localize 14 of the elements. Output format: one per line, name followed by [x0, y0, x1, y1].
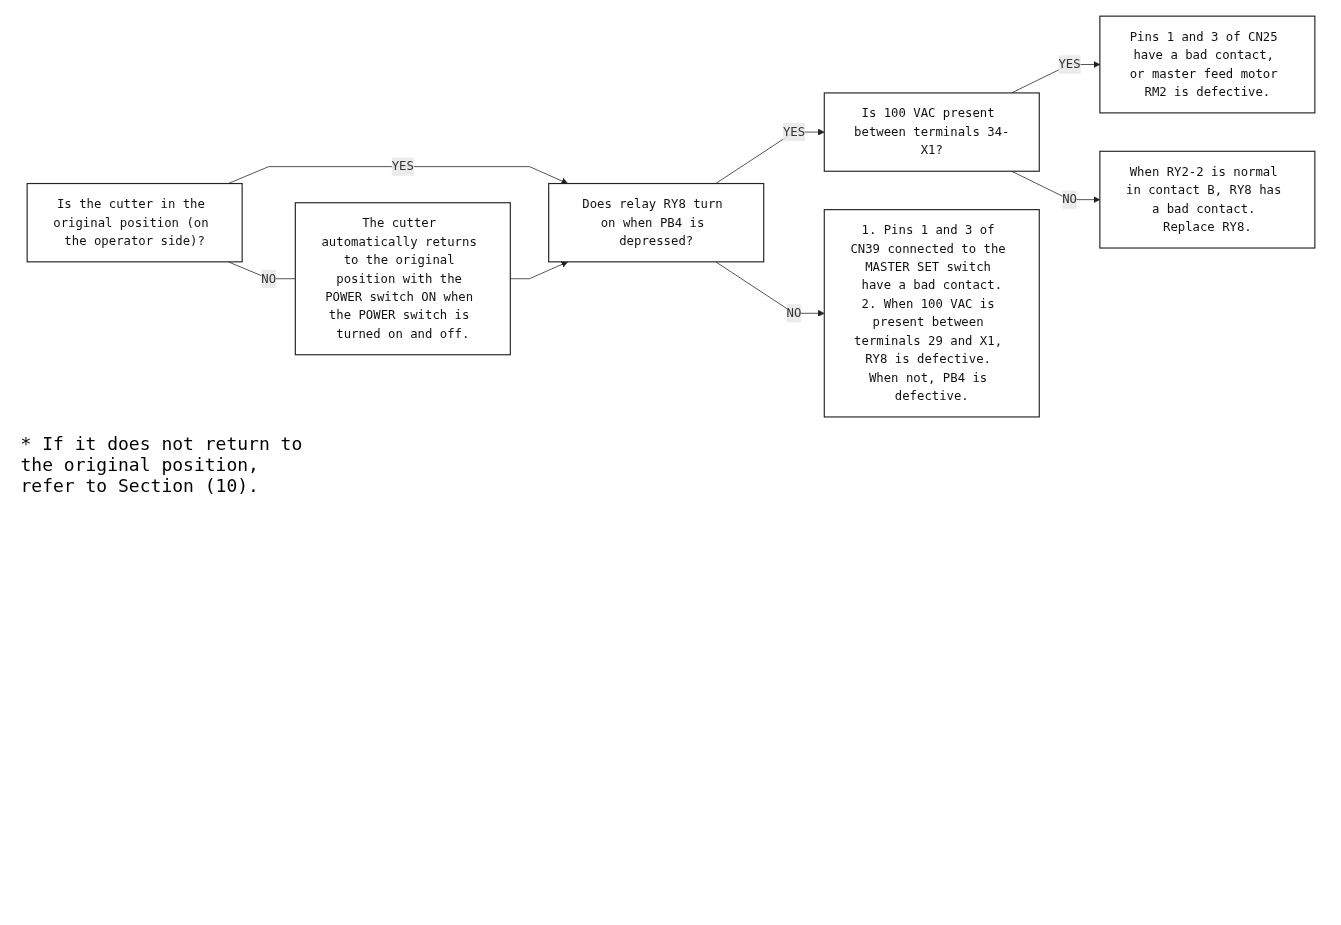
edge-label: YES	[1057, 56, 1081, 72]
edge-label: YES	[782, 124, 805, 139]
footnote: * If it does not return to the original position, refer to Section (10).	[20, 433, 304, 497]
node-box: 1. Pins 1 and 3 of CN39 connected to the MASTER SET switch have a bad contact. 2. When 100 VAC is present between terminals 29 and X1, RY8 is defective. When not, PB4 is defective.	[823, 209, 1040, 418]
edge-label: NO	[1061, 191, 1077, 207]
node-box: Is 100 VAC present between terminals 34-X1?	[823, 92, 1040, 172]
edge-label: NO	[786, 305, 801, 321]
node-box: Does relay RY8 turn on when PB4 is depressed?	[547, 182, 764, 263]
node-box: Pins 1 and 3 of CN25 have a bad contact, or master feed motor RM2 is defective.	[1098, 15, 1315, 114]
node-box: Is the cutter in the original position (on the operator side)?	[26, 182, 243, 263]
edge-label: YES	[391, 158, 414, 174]
node-box: The cutter automatically returns to the original position with the POWER switch ON when the POWER switch is turned on and off.	[294, 202, 511, 356]
edge-label: NO	[260, 271, 276, 286]
node-box: When RY2-2 is normal in contact B, RY8 has a bad contact. Replace RY8.	[1098, 150, 1315, 249]
